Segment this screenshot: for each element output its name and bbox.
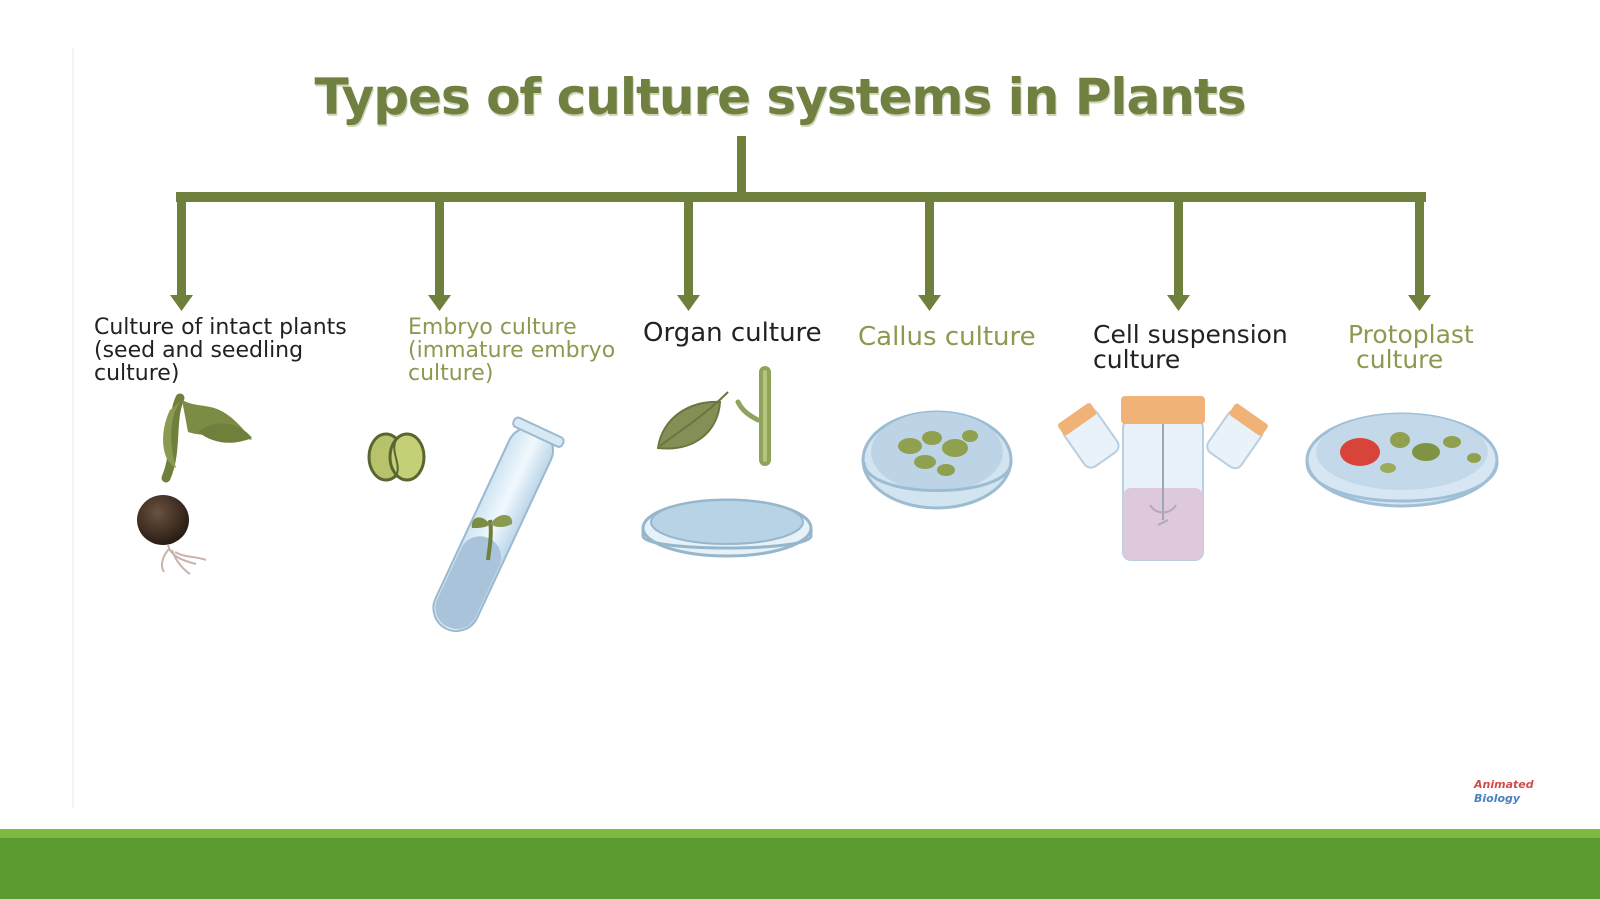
label-callus-culture: Callus culture: [858, 322, 1036, 352]
test-tube-embryo-icon: [367, 416, 565, 633]
brand-logo: Animated Biology: [1474, 778, 1534, 805]
protoplast-cells: [1340, 432, 1481, 473]
arrow-organ: [677, 197, 700, 311]
label-embryo-culture: Embryo culture (immature embryo culture): [408, 315, 616, 386]
horizontal-bar: [176, 192, 1426, 202]
arrow-embryo: [428, 197, 451, 311]
petri-dish-icon: [641, 498, 813, 558]
slide-edge: [72, 48, 74, 808]
footer-bar: [0, 830, 1600, 899]
embryo-seed-icon: [367, 432, 426, 482]
leaf-stem-petri-icon: [641, 366, 813, 558]
seedling-icon: [137, 393, 252, 575]
label-protoplast-culture: Protoplast culture: [1348, 320, 1474, 374]
sprout-in-tube: [471, 514, 513, 561]
trunk-line: [737, 136, 746, 198]
page-title: Types of culture systems in Plants: [314, 68, 1246, 126]
arrow-callus: [918, 197, 941, 311]
arrow-protoplast: [1408, 197, 1431, 311]
label-organ-culture: Organ culture: [643, 318, 822, 348]
protoplast-petri-icon: [1305, 412, 1499, 508]
arrow-intact: [170, 197, 193, 311]
culture-flask-icon: [1057, 396, 1268, 561]
arrow-cell-suspension: [1167, 197, 1190, 311]
callus-clumps: [898, 430, 978, 476]
label-intact-plants: Culture of intact plants (seed and seedl…: [94, 315, 347, 386]
callus-petri-icon: [861, 410, 1013, 510]
label-cell-suspension-culture: Cell suspension culture: [1093, 320, 1288, 374]
footer-highlight: [0, 829, 1600, 838]
